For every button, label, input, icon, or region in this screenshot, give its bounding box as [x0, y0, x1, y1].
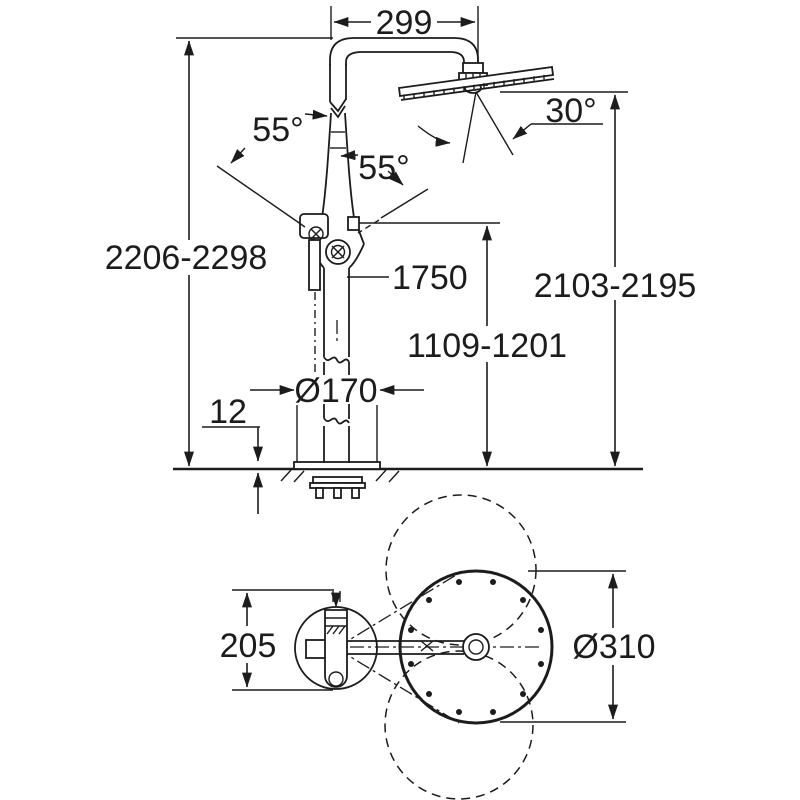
angle-tilt-label: 30°: [545, 92, 596, 130]
swivel-position-lower: [384, 650, 534, 800]
dim-total-height-label: 2206-2298: [105, 239, 268, 277]
angle-swivel-right-label: 55°: [358, 149, 409, 187]
angle-swivel-left-label: 55°: [252, 111, 303, 149]
dim-plan-depth-label: 205: [220, 627, 277, 665]
floor-and-base: [173, 461, 643, 499]
dim-reach-299: 299: [333, 4, 476, 42]
dim-head-height-label: 2103-2195: [534, 267, 697, 305]
head-shower-plate: [397, 65, 555, 98]
plan-view: 205 Ø310: [220, 494, 656, 800]
dim-base-diameter: Ø170: [250, 372, 424, 410]
dim-plan-head-diameter-label: Ø310: [572, 628, 655, 666]
dim-base-diameter-label: Ø170: [294, 372, 377, 410]
front-view: 299 2206-2298 2103-2195 1109-1201 1750: [105, 4, 697, 514]
hand-shower: [299, 213, 360, 374]
hand-shower-holder: [299, 213, 329, 239]
dim-hose-length: 1750: [347, 259, 468, 297]
dim-plan-depth: 205: [220, 589, 334, 691]
plan-head-shower: [398, 569, 554, 725]
dim-total-height: 2206-2298: [105, 40, 268, 467]
hand-shower-handle: [308, 239, 321, 291]
dim-head-height: 2103-2195: [534, 94, 697, 467]
dim-plate-height-label: 12: [209, 393, 247, 431]
dim-hose-label: 1750: [392, 259, 468, 297]
dim-plate-height: 12: [209, 393, 263, 514]
swivel-position-upper: [385, 494, 537, 646]
diverter-knob: [347, 216, 360, 231]
base-plate: [293, 461, 381, 470]
dim-outlet-height-label: 1109-1201: [407, 327, 567, 365]
tilt-arc-arrow: [417, 125, 451, 147]
dim-plan-head-diameter: Ø310: [500, 570, 656, 723]
head-shower: [397, 62, 555, 164]
dim-reach-label: 299: [376, 4, 433, 42]
plan-base: [294, 591, 378, 690]
angle-swivel-left-55: 55°: [216, 109, 328, 228]
plan-arm: [336, 633, 490, 661]
angle-tilt-30: 30°: [512, 92, 603, 140]
angle-swivel-right-55: 55°: [340, 149, 429, 234]
dim-outlet-height: 1109-1201: [407, 225, 567, 467]
